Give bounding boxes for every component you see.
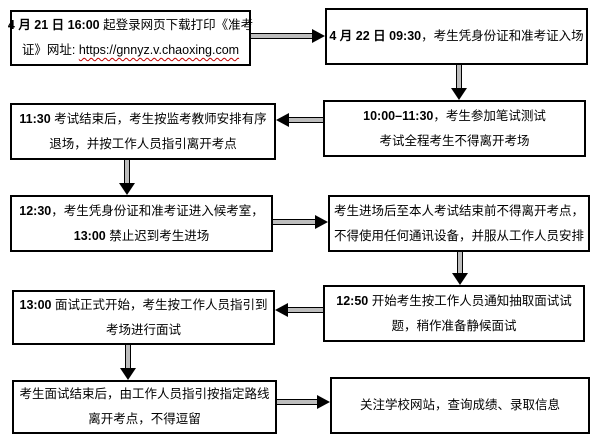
arrow-shaft bbox=[277, 399, 318, 405]
flow-box-download-admission-ticket: 4 月 21 日 16:00 起登录网页下载打印《准考 证》网址: https:… bbox=[8, 10, 253, 66]
step-text: 关注学校网站，查询成绩、录取信息 bbox=[359, 398, 560, 412]
step-text: 考试全程考生不得离开考场 bbox=[379, 133, 530, 148]
arrow-head bbox=[276, 113, 289, 127]
flow-box-interview-start: 13:00 面试正式开始，考生按工作人员指引到 考场进行面试 bbox=[12, 290, 275, 345]
flow-box-line: 考生面试结束后，由工作人员指引按指定路线 bbox=[19, 382, 269, 407]
flow-box-entry-with-id: 4 月 22 日 09:30，考生凭身份证和准考证入场 bbox=[325, 8, 588, 65]
time-label: 12:30 bbox=[19, 203, 52, 218]
step-text: 证》网址: bbox=[21, 43, 79, 57]
time-label: 13:00 bbox=[73, 228, 106, 243]
arrow-down-icon bbox=[452, 252, 468, 285]
step-text: 禁止迟到考生进场 bbox=[105, 228, 210, 243]
flow-box-line: 考场进行面试 bbox=[106, 318, 181, 343]
arrow-shaft bbox=[251, 33, 313, 39]
flow-box-line: 关注学校网站，查询成绩、录取信息 bbox=[360, 393, 560, 418]
flow-box-line: 离开考点，不得逗留 bbox=[88, 407, 201, 432]
time-label: 12:50 bbox=[336, 293, 369, 308]
arrow-head bbox=[275, 303, 288, 317]
step-text: 起登录网页下载打印《准考 bbox=[99, 18, 254, 32]
arrow-shaft bbox=[288, 117, 323, 123]
admission-ticket-url: https://gnnyz.v.chaoxing.com bbox=[78, 43, 240, 57]
time-label: 11:30 bbox=[19, 111, 51, 126]
arrow-head bbox=[312, 29, 325, 43]
arrow-down-icon bbox=[451, 65, 467, 100]
flow-box-line: 10:00–11:30，考生参加笔试测试 bbox=[363, 104, 546, 129]
step-text: 退场，并按工作人员指引离开考点 bbox=[49, 136, 237, 151]
flow-box-line: 13:00 面试正式开始，考生按工作人员指引到 bbox=[20, 293, 268, 318]
flow-box-line: 退场，并按工作人员指引离开考点 bbox=[49, 132, 237, 157]
flow-box-line: 4 月 22 日 09:30，考生凭身份证和准考证入场 bbox=[329, 24, 583, 49]
arrow-shaft bbox=[124, 160, 130, 184]
arrow-head bbox=[452, 273, 468, 285]
flow-box-line: 12:50 开始考生按工作人员通知抽取面试试 bbox=[336, 289, 571, 314]
arrow-right-icon bbox=[273, 215, 328, 229]
step-text: ，考生凭身份证和准考证进入候考室， bbox=[51, 203, 264, 218]
arrow-shaft bbox=[456, 65, 462, 89]
flow-box-check-school-website: 关注学校网站，查询成绩、录取信息 bbox=[330, 377, 590, 434]
arrow-head bbox=[315, 215, 328, 229]
flow-box-line: 考生进场后至本人考试结束前不得离开考点， bbox=[334, 199, 584, 224]
step-text: 考场进行面试 bbox=[105, 322, 181, 337]
time-label: 13:00 bbox=[19, 297, 52, 312]
flow-box-leave-after-interview: 考生面试结束后，由工作人员指引按指定路线 离开考点，不得逗留 bbox=[12, 380, 277, 434]
flow-box-written-test: 10:00–11:30，考生参加笔试测试 考试全程考生不得离开考场 bbox=[323, 100, 586, 157]
flow-box-line: 证》网址: https://gnnyz.v.chaoxing.com bbox=[22, 38, 239, 63]
step-text: 考试结束后，考生按监考教师安排有序 bbox=[50, 111, 267, 126]
arrow-head bbox=[317, 395, 330, 409]
flow-box-line: 考试全程考生不得离开考场 bbox=[379, 129, 529, 154]
arrow-shaft bbox=[287, 307, 323, 313]
step-text: ，考生参加笔试测试 bbox=[433, 108, 546, 123]
arrow-shaft bbox=[125, 345, 131, 369]
arrow-right-icon bbox=[251, 29, 325, 43]
flow-box-interview-rules: 考生进场后至本人考试结束前不得离开考点， 不得使用任何通讯设备，并服从工作人员安… bbox=[328, 195, 590, 252]
time-label: 10:00–11:30 bbox=[363, 108, 434, 123]
step-text: 不得使用任何通讯设备，并服从工作人员安排 bbox=[333, 228, 584, 243]
step-text: 题，稍作准备静候面试 bbox=[391, 318, 517, 333]
arrow-left-icon bbox=[276, 113, 323, 127]
flow-box-line: 4 月 21 日 16:00 起登录网页下载打印《准考 bbox=[8, 13, 253, 38]
flow-box-draw-interview-question: 12:50 开始考生按工作人员通知抽取面试试 题，稍作准备静候面试 bbox=[323, 285, 585, 342]
flow-box-exit-after-written-test: 11:30 考试结束后，考生按监考教师安排有序 退场，并按工作人员指引离开考点 bbox=[10, 103, 276, 160]
time-label: 4 月 22 日 09:30 bbox=[329, 29, 422, 43]
flow-box-line: 题，稍作准备静候面试 bbox=[391, 314, 516, 339]
step-text: 考生进场后至本人考试结束前不得离开考点， bbox=[333, 203, 584, 218]
arrow-shaft bbox=[457, 252, 463, 274]
arrow-head bbox=[119, 183, 135, 195]
step-text: 离开考点，不得逗留 bbox=[88, 412, 201, 426]
flow-box-line: 不得使用任何通讯设备，并服从工作人员安排 bbox=[334, 224, 584, 249]
step-text: 面试正式开始，考生按工作人员指引到 bbox=[51, 297, 268, 312]
arrow-head bbox=[120, 368, 136, 380]
step-text: 开始考生按工作人员通知抽取面试试 bbox=[368, 293, 572, 308]
arrow-down-icon bbox=[120, 345, 136, 380]
arrow-left-icon bbox=[275, 303, 323, 317]
flow-box-line: 11:30 考试结束后，考生按监考教师安排有序 bbox=[19, 107, 266, 132]
time-label: 4 月 21 日 16:00 bbox=[7, 18, 100, 32]
step-text: 考生面试结束后，由工作人员指引按指定路线 bbox=[19, 387, 270, 401]
arrow-right-icon bbox=[277, 395, 330, 409]
flow-box-line: 13:00 禁止迟到考生进场 bbox=[74, 224, 209, 249]
arrow-down-icon bbox=[119, 160, 135, 195]
step-text: ，考生凭身份证和准考证入场 bbox=[421, 29, 584, 43]
arrow-shaft bbox=[273, 219, 316, 225]
flow-box-enter-waiting-room: 12:30，考生凭身份证和准考证进入候考室， 13:00 禁止迟到考生进场 bbox=[10, 195, 273, 252]
flow-box-line: 12:30，考生凭身份证和准考证进入候考室， bbox=[19, 199, 264, 224]
arrow-head bbox=[451, 88, 467, 100]
